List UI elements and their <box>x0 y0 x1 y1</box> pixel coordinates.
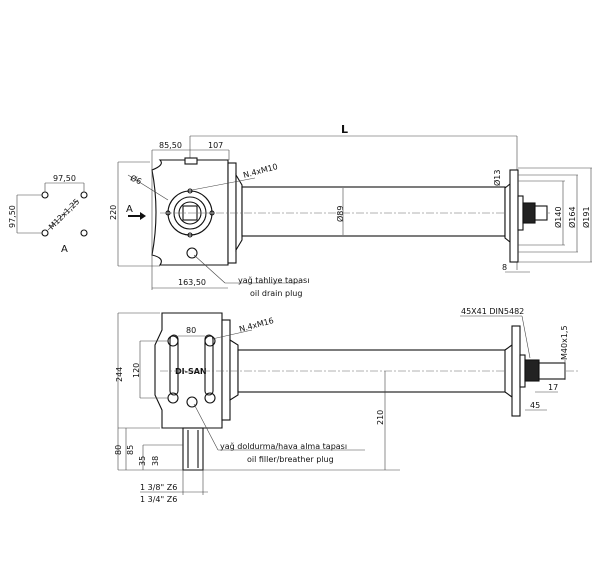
brand-logo: DI-SAN <box>175 367 207 376</box>
dim-244: 244 <box>115 367 124 382</box>
view-a-label: A <box>61 244 68 255</box>
drain-plug-tr: yağ tahliye tapası <box>238 276 309 285</box>
dim-220: 220 <box>109 205 118 220</box>
dim-80-top: 80 <box>186 326 196 335</box>
dim-120: 120 <box>132 363 141 378</box>
dia-89: Ø89 <box>335 206 345 222</box>
dim-17: 17 <box>548 383 558 392</box>
view-a-hole-pattern: 97,50 97,50 M12x1,25 A <box>8 174 88 255</box>
dim-45: 45 <box>530 401 540 410</box>
bolt-note-m16: N.4xM16 <box>238 316 275 334</box>
dim-38: 38 <box>151 456 160 466</box>
thread-m40: M40x1,5 <box>560 325 569 360</box>
dim-p6: Ø6 <box>129 172 144 186</box>
dim-107: 107 <box>208 141 223 150</box>
dia-13: Ø13 <box>492 170 502 186</box>
view-arrow-icon <box>128 212 146 220</box>
view-a-thread: M12x1,25 <box>47 197 81 231</box>
dim-163-50: 163,50 <box>178 278 206 287</box>
shaft-size-2: 1 3/4" Z6 <box>140 495 177 504</box>
dim-8: 8 <box>502 263 507 272</box>
bolt-note-m10: N.4xM10 <box>242 162 279 180</box>
view-a-dim-v: 97,50 <box>8 205 17 228</box>
length-label: L <box>341 123 348 136</box>
dim-80: 80 <box>114 445 123 455</box>
dim-210: 210 <box>376 410 385 425</box>
dim-85-50: 85,50 <box>159 141 182 150</box>
front-view: DI-SAN 244 120 80 N.4xM16 210 80 85 35 3… <box>114 307 580 504</box>
spline-note: 45X41 DIN5482 <box>461 307 524 316</box>
top-view: L 85,50 107 220 163,50 Ø6 A N.4xM10 <box>109 123 592 298</box>
dim-35: 35 <box>138 456 147 466</box>
filler-plug-en: oil filler/breather plug <box>247 455 334 464</box>
filler-plug-tr: yağ doldurma/hava alma tapası <box>220 442 347 451</box>
dim-85: 85 <box>126 445 135 455</box>
view-arrow-a: A <box>126 204 133 215</box>
dia-191: Ø191 <box>581 206 591 228</box>
dia-140: Ø140 <box>553 206 563 228</box>
dia-164: Ø164 <box>567 206 577 228</box>
drain-plug-en: oil drain plug <box>250 289 302 298</box>
shaft-size-1: 1 3/8" Z6 <box>140 483 177 492</box>
view-a-dim-h: 97,50 <box>53 174 76 183</box>
